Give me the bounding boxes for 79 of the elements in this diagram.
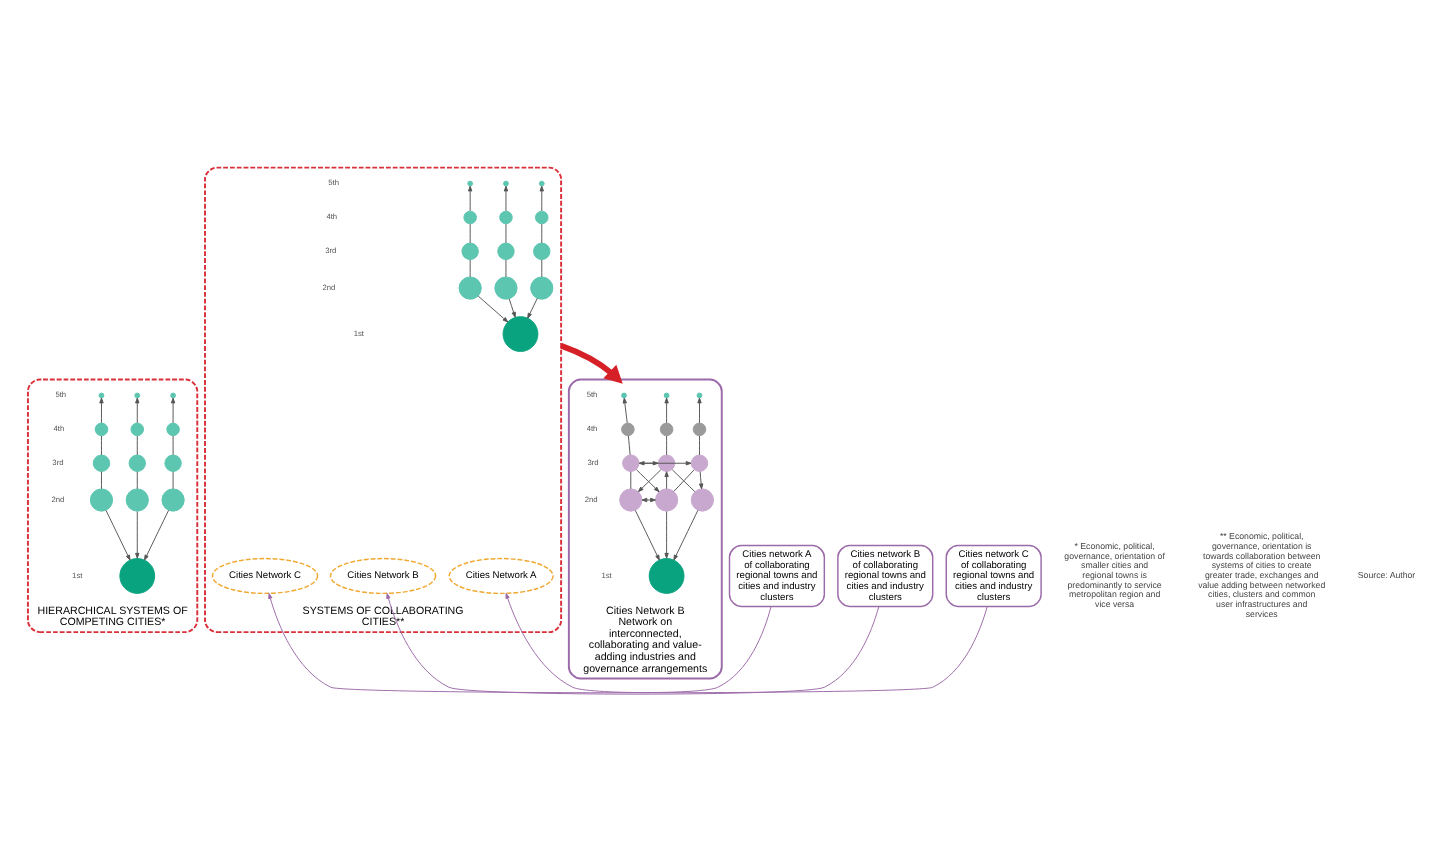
node-circle <box>463 210 477 225</box>
arrow <box>477 295 509 323</box>
arrow <box>634 509 660 561</box>
connector <box>505 223 507 244</box>
node-circle <box>164 454 182 472</box>
connector <box>541 223 543 244</box>
arrow <box>508 298 516 318</box>
node-circle <box>130 422 145 437</box>
node-circle <box>92 454 111 472</box>
arrow <box>135 397 140 424</box>
node-circle <box>125 488 149 512</box>
node-circle <box>621 422 635 437</box>
node-circle <box>467 180 474 187</box>
arrow <box>386 593 880 695</box>
node-circle <box>166 422 180 437</box>
node-circle <box>170 392 176 399</box>
connector <box>136 471 138 490</box>
node-circle <box>134 392 141 399</box>
arrow <box>641 497 656 503</box>
connector <box>136 435 138 456</box>
connector <box>172 435 174 456</box>
node-circle <box>497 242 515 261</box>
node-circle <box>657 454 676 472</box>
node-circle <box>692 422 707 437</box>
node-circle <box>94 422 109 437</box>
node-circle <box>128 454 146 472</box>
node-circle <box>621 392 627 399</box>
arrow <box>135 511 140 559</box>
arrow <box>268 593 988 694</box>
node-circle <box>622 454 640 472</box>
node-circle <box>648 558 685 594</box>
arrow <box>638 461 692 466</box>
arrow <box>698 471 704 490</box>
node-circle <box>530 276 554 300</box>
node-circle <box>461 242 479 261</box>
node-circle <box>119 558 156 594</box>
node-circle <box>533 242 551 261</box>
connector <box>699 435 700 456</box>
arrow <box>144 509 170 561</box>
connector <box>627 435 631 456</box>
arrow <box>664 397 669 424</box>
node-circle <box>696 392 703 399</box>
arrow <box>560 342 623 384</box>
node-circle <box>161 488 185 512</box>
arrow <box>468 185 473 212</box>
node-circle <box>89 488 114 512</box>
connector <box>469 259 471 278</box>
arrow <box>673 509 699 561</box>
arrow <box>99 397 104 424</box>
node-circle <box>690 454 709 472</box>
connector <box>101 435 102 456</box>
connector <box>630 471 632 490</box>
node-circle <box>535 210 549 225</box>
node-circle <box>690 488 714 512</box>
arrow <box>527 297 538 319</box>
connector <box>666 435 668 456</box>
connector <box>172 471 174 490</box>
arrow <box>503 185 509 212</box>
node-circle <box>98 392 105 399</box>
arrow <box>664 471 669 490</box>
node-circle <box>458 276 482 300</box>
arrow <box>505 592 772 694</box>
arrow <box>170 397 176 424</box>
node-circle <box>663 392 670 399</box>
node-circle <box>538 180 545 187</box>
arrow <box>638 461 659 466</box>
arrow <box>664 511 669 559</box>
arrow <box>539 185 544 212</box>
node-circle <box>494 276 518 300</box>
connector <box>505 259 507 278</box>
arrow <box>697 397 702 424</box>
connector <box>469 223 471 244</box>
node-circle <box>659 422 674 437</box>
arrow <box>622 397 628 424</box>
connector <box>101 471 102 490</box>
arrow <box>105 509 131 561</box>
node-circle <box>503 180 509 187</box>
node-circle <box>499 210 513 225</box>
connector <box>541 259 543 278</box>
